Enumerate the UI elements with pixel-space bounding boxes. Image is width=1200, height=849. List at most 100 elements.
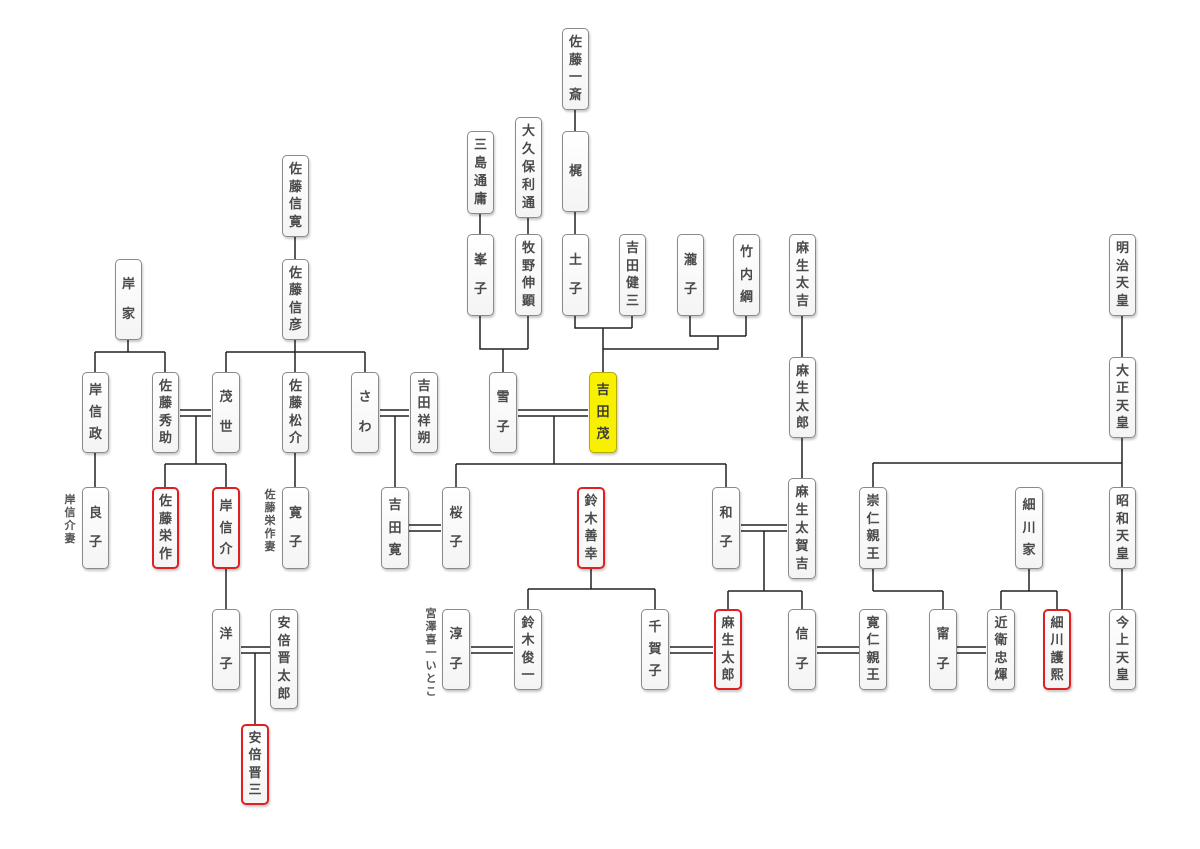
name-char: 皇 — [1115, 547, 1129, 563]
connector — [409, 524, 441, 532]
person-kishi-ie[interactable]: 岸家 — [115, 259, 142, 340]
name-char: 庸 — [473, 192, 487, 207]
name-char: 安 — [248, 731, 262, 747]
person-yukiko[interactable]: 雪子 — [489, 372, 517, 453]
person-sakurako[interactable]: 桜子 — [442, 487, 470, 569]
person-tomohito[interactable]: 寛仁親王 — [859, 609, 887, 690]
name-char: 佐 — [288, 265, 302, 281]
person-hosokawa-morihiro[interactable]: 細川護熙 — [1043, 609, 1071, 690]
person-sato-hidesuke[interactable]: 佐藤秀助 — [152, 372, 179, 453]
name-char: 天 — [1115, 529, 1129, 545]
person-tsuchiko[interactable]: 土子 — [562, 234, 589, 316]
name-char: 妻 — [264, 539, 276, 553]
name-char: 土 — [568, 252, 582, 268]
person-aso-takichi[interactable]: 麻生太吉 — [789, 234, 816, 316]
name-char: 澤 — [425, 619, 437, 633]
name-char: 晋 — [248, 765, 262, 781]
person-sato-nobuhiro[interactable]: 佐藤信寛 — [282, 155, 309, 237]
connector — [471, 646, 513, 654]
person-moyo[interactable]: 茂世 — [212, 372, 240, 453]
person-chikako[interactable]: 千賀子 — [641, 609, 669, 690]
person-mineko[interactable]: 峯子 — [467, 234, 494, 316]
person-yoshida-kenzo[interactable]: 吉田健三 — [619, 234, 646, 316]
person-meiji-tenno[interactable]: 明治天皇 — [1109, 234, 1136, 316]
person-yoko[interactable]: 洋子 — [212, 609, 240, 690]
connector — [872, 438, 1123, 487]
connector — [1000, 569, 1058, 609]
person-abe-shintaro[interactable]: 安倍晋太郎 — [270, 609, 298, 709]
name-char: 岸 — [219, 498, 233, 514]
name-char: 田 — [417, 396, 431, 412]
person-yoshida-shigeru[interactable]: 吉田茂 — [589, 372, 617, 453]
name-char: 太 — [795, 521, 809, 536]
person-mishima-michitsune[interactable]: 三島通庸 — [467, 131, 494, 214]
name-char: 子 — [449, 656, 463, 672]
name-char: 信 — [64, 505, 76, 519]
person-aso-taro[interactable]: 麻生太郎 — [714, 609, 742, 690]
person-aso-taro-sr[interactable]: 麻生太郎 — [789, 357, 816, 438]
name-char: 作 — [264, 526, 276, 540]
name-char: 皇 — [1115, 668, 1129, 684]
connector — [741, 524, 787, 532]
person-yoshida-hiroshi[interactable]: 吉田寛 — [381, 487, 409, 569]
person-takahito[interactable]: 崇仁親王 — [859, 487, 887, 569]
person-showa-tenno[interactable]: 昭和天皇 — [1109, 487, 1136, 569]
name-char: 賀 — [648, 642, 662, 657]
person-sato-nobuhiko[interactable]: 佐藤信彦 — [282, 259, 309, 340]
person-suzuki-zenko[interactable]: 鈴木善幸 — [577, 487, 605, 569]
name-char: 三 — [473, 138, 487, 153]
person-taisho-tenno[interactable]: 大正天皇 — [1109, 357, 1136, 438]
name-char: 久 — [521, 142, 535, 157]
name-char: 利 — [521, 178, 535, 193]
person-okubo-toshimichi[interactable]: 大久保利通 — [515, 117, 542, 218]
name-char: 藤 — [264, 500, 276, 514]
person-sato-issai[interactable]: 佐藤一斎 — [562, 28, 589, 110]
person-sato-eisaku[interactable]: 佐藤栄作 — [152, 487, 179, 569]
person-takiko[interactable]: 瀧子 — [677, 234, 704, 316]
name-char: 仁 — [866, 633, 880, 649]
person-konoe-tadateru[interactable]: 近衛忠煇 — [987, 609, 1015, 690]
person-kinjo-tenno[interactable]: 今上天皇 — [1109, 609, 1136, 690]
person-yoshida-shosaku[interactable]: 吉田祥朔 — [410, 372, 438, 453]
person-makino-nobuaki[interactable]: 牧野伸顕 — [515, 234, 542, 316]
name-char: 田 — [388, 520, 402, 536]
person-yoshiko[interactable]: 良子 — [82, 487, 109, 569]
name-char: 一 — [568, 70, 582, 86]
person-kishi-nobusuke[interactable]: 岸信介 — [212, 487, 240, 569]
name-char: 親 — [866, 529, 880, 545]
person-hosokawa-ke[interactable]: 細川家 — [1015, 487, 1043, 569]
name-char: い — [425, 658, 437, 672]
person-abe-shinzo[interactable]: 安倍晋三 — [241, 724, 269, 805]
person-sawa[interactable]: さわ — [351, 372, 379, 453]
name-char: 野 — [521, 258, 535, 274]
connector — [527, 569, 656, 609]
name-char: 寛 — [388, 542, 402, 558]
connector — [727, 531, 803, 609]
person-suzuki-shunichi[interactable]: 鈴木俊一 — [514, 609, 542, 690]
person-junko[interactable]: 淳子 — [442, 609, 470, 690]
person-yasuko[interactable]: 甯子 — [929, 609, 957, 690]
name-char: 栄 — [158, 529, 172, 545]
person-kishi-nobumasa[interactable]: 岸信政 — [82, 372, 109, 453]
person-hiroko[interactable]: 寛子 — [282, 487, 309, 569]
name-char: 善 — [584, 529, 598, 545]
name-char: 川 — [1050, 633, 1064, 649]
person-sato-matsusuke[interactable]: 佐藤松介 — [282, 372, 309, 453]
name-char: 麻 — [795, 240, 809, 256]
note-miyazawa-cousin: 宮澤喜一いとこ — [424, 607, 438, 699]
person-takeuchi-tsuna[interactable]: 竹内綱 — [733, 234, 760, 316]
connector — [241, 646, 270, 654]
person-kaji[interactable]: 梶 — [562, 131, 589, 212]
name-char: 世 — [219, 419, 233, 435]
name-char: 竹 — [739, 245, 753, 261]
name-char: 岸 — [88, 383, 102, 398]
person-kazuko[interactable]: 和子 — [712, 487, 740, 569]
connector — [455, 416, 727, 487]
note-sato-wife: 佐藤栄作妻 — [263, 488, 277, 554]
name-char: 三 — [625, 294, 639, 310]
name-char: 太 — [795, 276, 809, 292]
person-nobuko[interactable]: 信子 — [788, 609, 816, 690]
person-aso-takakichi[interactable]: 麻生太賀吉 — [788, 478, 816, 579]
